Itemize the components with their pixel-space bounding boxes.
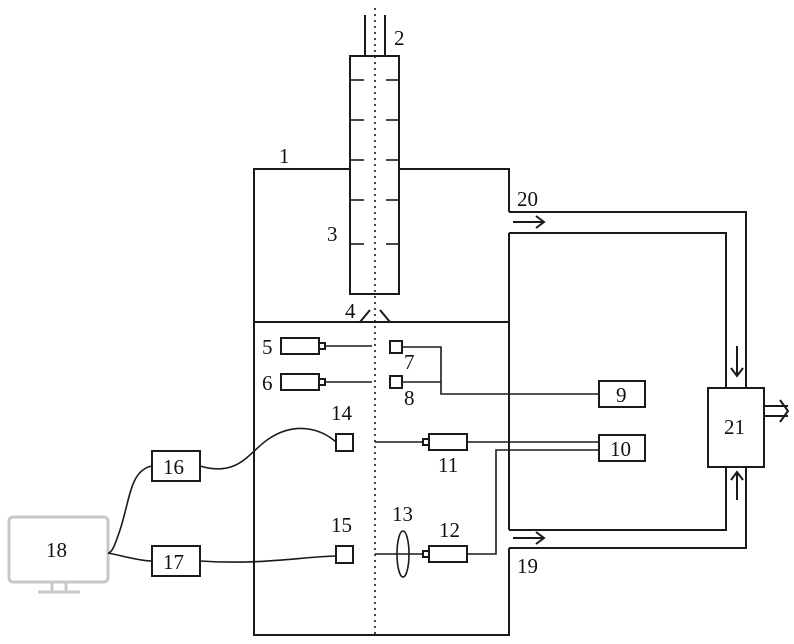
- label-2: 2: [394, 26, 405, 50]
- chamber-outline: [254, 169, 509, 635]
- component-11-box: [429, 434, 467, 450]
- lower-inner-flow: [509, 467, 726, 530]
- detector-7: [390, 341, 402, 353]
- label-9: 9: [616, 383, 627, 407]
- cable-17-to-15: [200, 556, 336, 562]
- arrow-down: [731, 346, 743, 376]
- label-8: 8: [404, 386, 415, 410]
- chamber-top-right: [399, 169, 509, 212]
- arrow-right-lower: [513, 532, 544, 544]
- label-20: 20: [517, 187, 538, 211]
- output-double-arrow: [764, 400, 788, 422]
- component-12-box: [429, 546, 467, 562]
- detector-8: [390, 376, 402, 388]
- label-5: 5: [262, 335, 273, 359]
- component-6-box: [281, 374, 319, 390]
- label-4: 4: [345, 299, 356, 323]
- label-19: 19: [517, 554, 538, 578]
- label-21: 21: [724, 415, 745, 439]
- wire-7-8-to-9: [402, 347, 599, 394]
- label-12: 12: [439, 518, 460, 542]
- arrow-up: [731, 472, 743, 500]
- component-5-tip: [319, 343, 325, 349]
- label-15: 15: [331, 513, 352, 537]
- label-7: 7: [404, 350, 415, 374]
- label-11: 11: [438, 453, 458, 477]
- label-18: 18: [46, 538, 67, 562]
- upper-inner-flow: [509, 233, 726, 388]
- label-17: 17: [163, 550, 184, 574]
- cable-monitor-to-16-17: [108, 466, 152, 561]
- cable-16-to-14: [200, 428, 336, 468]
- column-body: [350, 56, 399, 294]
- upper-outer-flow: [509, 212, 746, 388]
- component-5-box: [281, 338, 319, 354]
- label-3: 3: [327, 222, 338, 246]
- label-10: 10: [610, 437, 631, 461]
- label-1: 1: [279, 144, 290, 168]
- label-13: 13: [392, 502, 413, 526]
- lower-outer-flow: [509, 467, 746, 548]
- label-16: 16: [163, 455, 184, 479]
- sensor-14: [336, 434, 353, 451]
- component-6-tip: [319, 379, 325, 385]
- label-14: 14: [331, 401, 353, 425]
- sensor-15: [336, 546, 353, 563]
- label-6: 6: [262, 371, 273, 395]
- arrow-right-upper: [513, 216, 544, 228]
